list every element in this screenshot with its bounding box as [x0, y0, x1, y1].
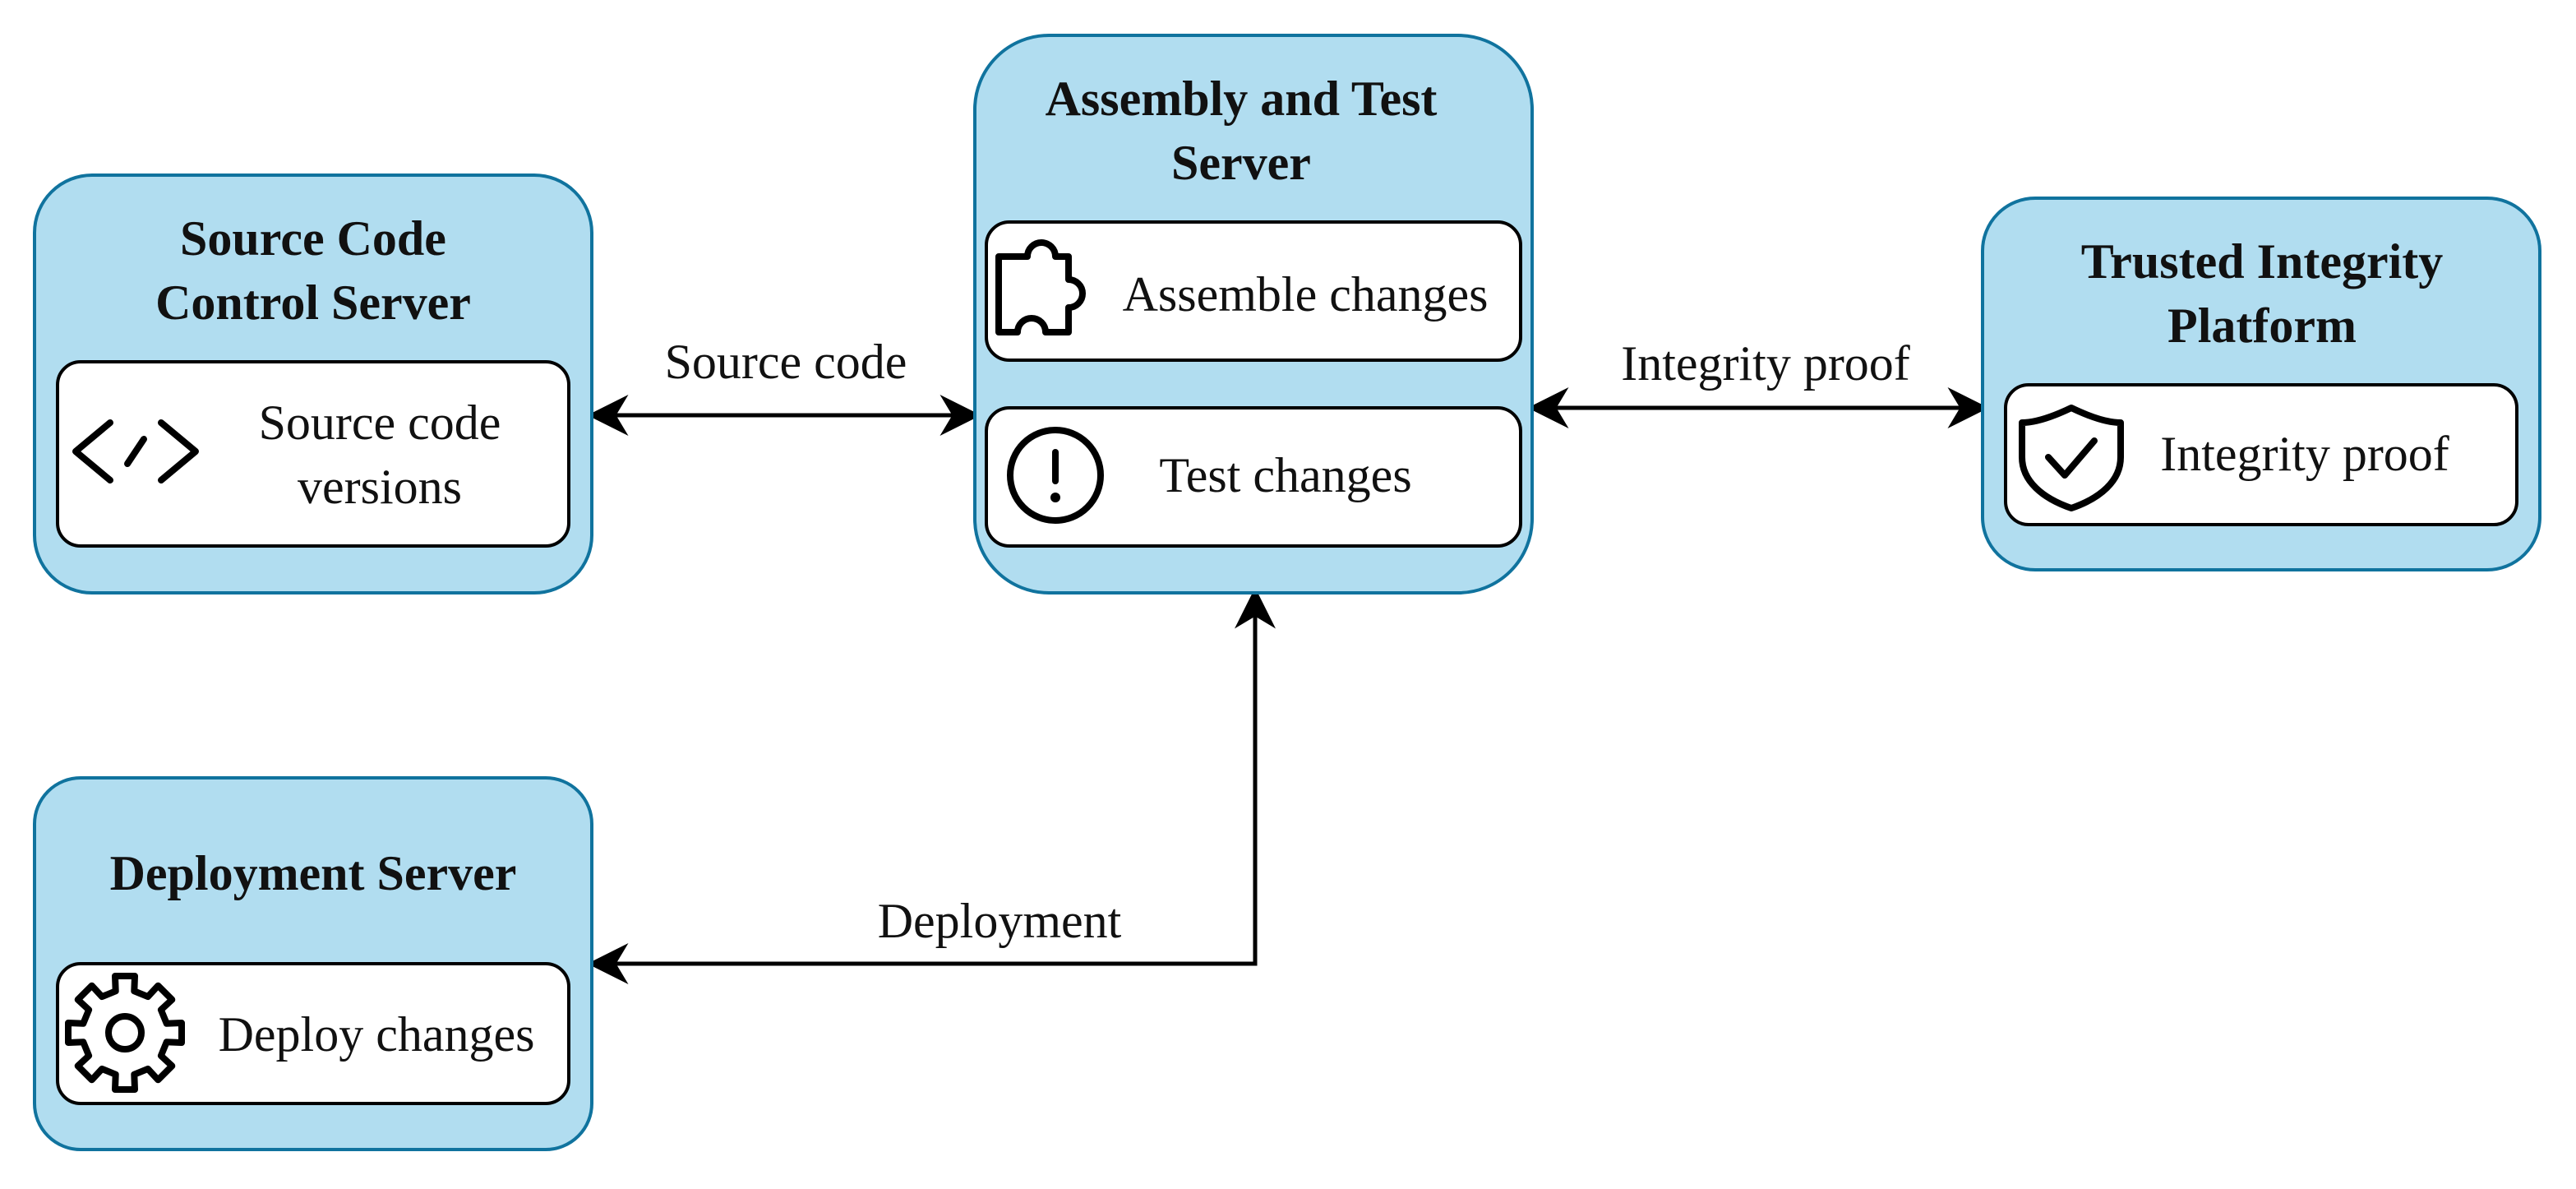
- integrity-platform-title-line2: Platform: [2167, 298, 2357, 353]
- test-changes-label: Test changes: [1159, 448, 1411, 502]
- source-server-title-line1: Source Code: [180, 211, 446, 266]
- source-code-control-server[interactable]: Source Code Control Server Source code v…: [33, 173, 593, 594]
- puzzle-icon: [995, 239, 1086, 335]
- edge-label-deployment: Deployment: [878, 894, 1122, 948]
- deploy-changes-item[interactable]: Deploy changes: [56, 962, 570, 1105]
- shield-check-icon: [2019, 405, 2124, 511]
- assembly-server-title-line1: Assembly and Test: [1046, 72, 1438, 126]
- edge-assembly-to-integrity[interactable]: Integrity proof: [1527, 336, 1989, 428]
- integrity-proof-label: Integrity proof: [2160, 427, 2449, 481]
- assemble-changes-item[interactable]: Assemble changes: [985, 220, 1522, 362]
- edge-label-integrity-proof: Integrity proof: [1621, 336, 1910, 391]
- source-server-title-line2: Control Server: [155, 275, 471, 330]
- source-code-versions-label-line1: Source code: [259, 396, 501, 450]
- source-code-versions-label-line2: versions: [298, 460, 462, 514]
- integrity-platform-title-line1: Trusted Integrity: [2081, 234, 2444, 289]
- edge-source-to-assembly[interactable]: Source code: [587, 335, 981, 436]
- integrity-proof-item[interactable]: Integrity proof: [2004, 383, 2518, 526]
- alert-icon: [1007, 427, 1104, 524]
- trusted-integrity-platform[interactable]: Trusted Integrity Platform Integrity pro…: [1981, 197, 2541, 571]
- edge-assembly-to-deployment[interactable]: Deployment: [587, 587, 1276, 984]
- assembly-and-test-server[interactable]: Assembly and Test Server Assemble change…: [973, 34, 1534, 594]
- edge-label-source-code: Source code: [665, 335, 907, 389]
- source-code-versions-item[interactable]: Source code versions: [56, 360, 570, 548]
- assemble-changes-label: Assemble changes: [1123, 267, 1489, 322]
- deployment-server[interactable]: Deployment Server Deploy changes: [33, 776, 593, 1151]
- code-icon: [72, 419, 199, 483]
- test-changes-item[interactable]: Test changes: [985, 406, 1522, 548]
- assembly-server-title-line2: Server: [1171, 136, 1311, 190]
- deployment-server-title: Deployment Server: [110, 846, 517, 900]
- deploy-changes-label: Deploy changes: [219, 1007, 535, 1062]
- gear-icon: [65, 973, 185, 1093]
